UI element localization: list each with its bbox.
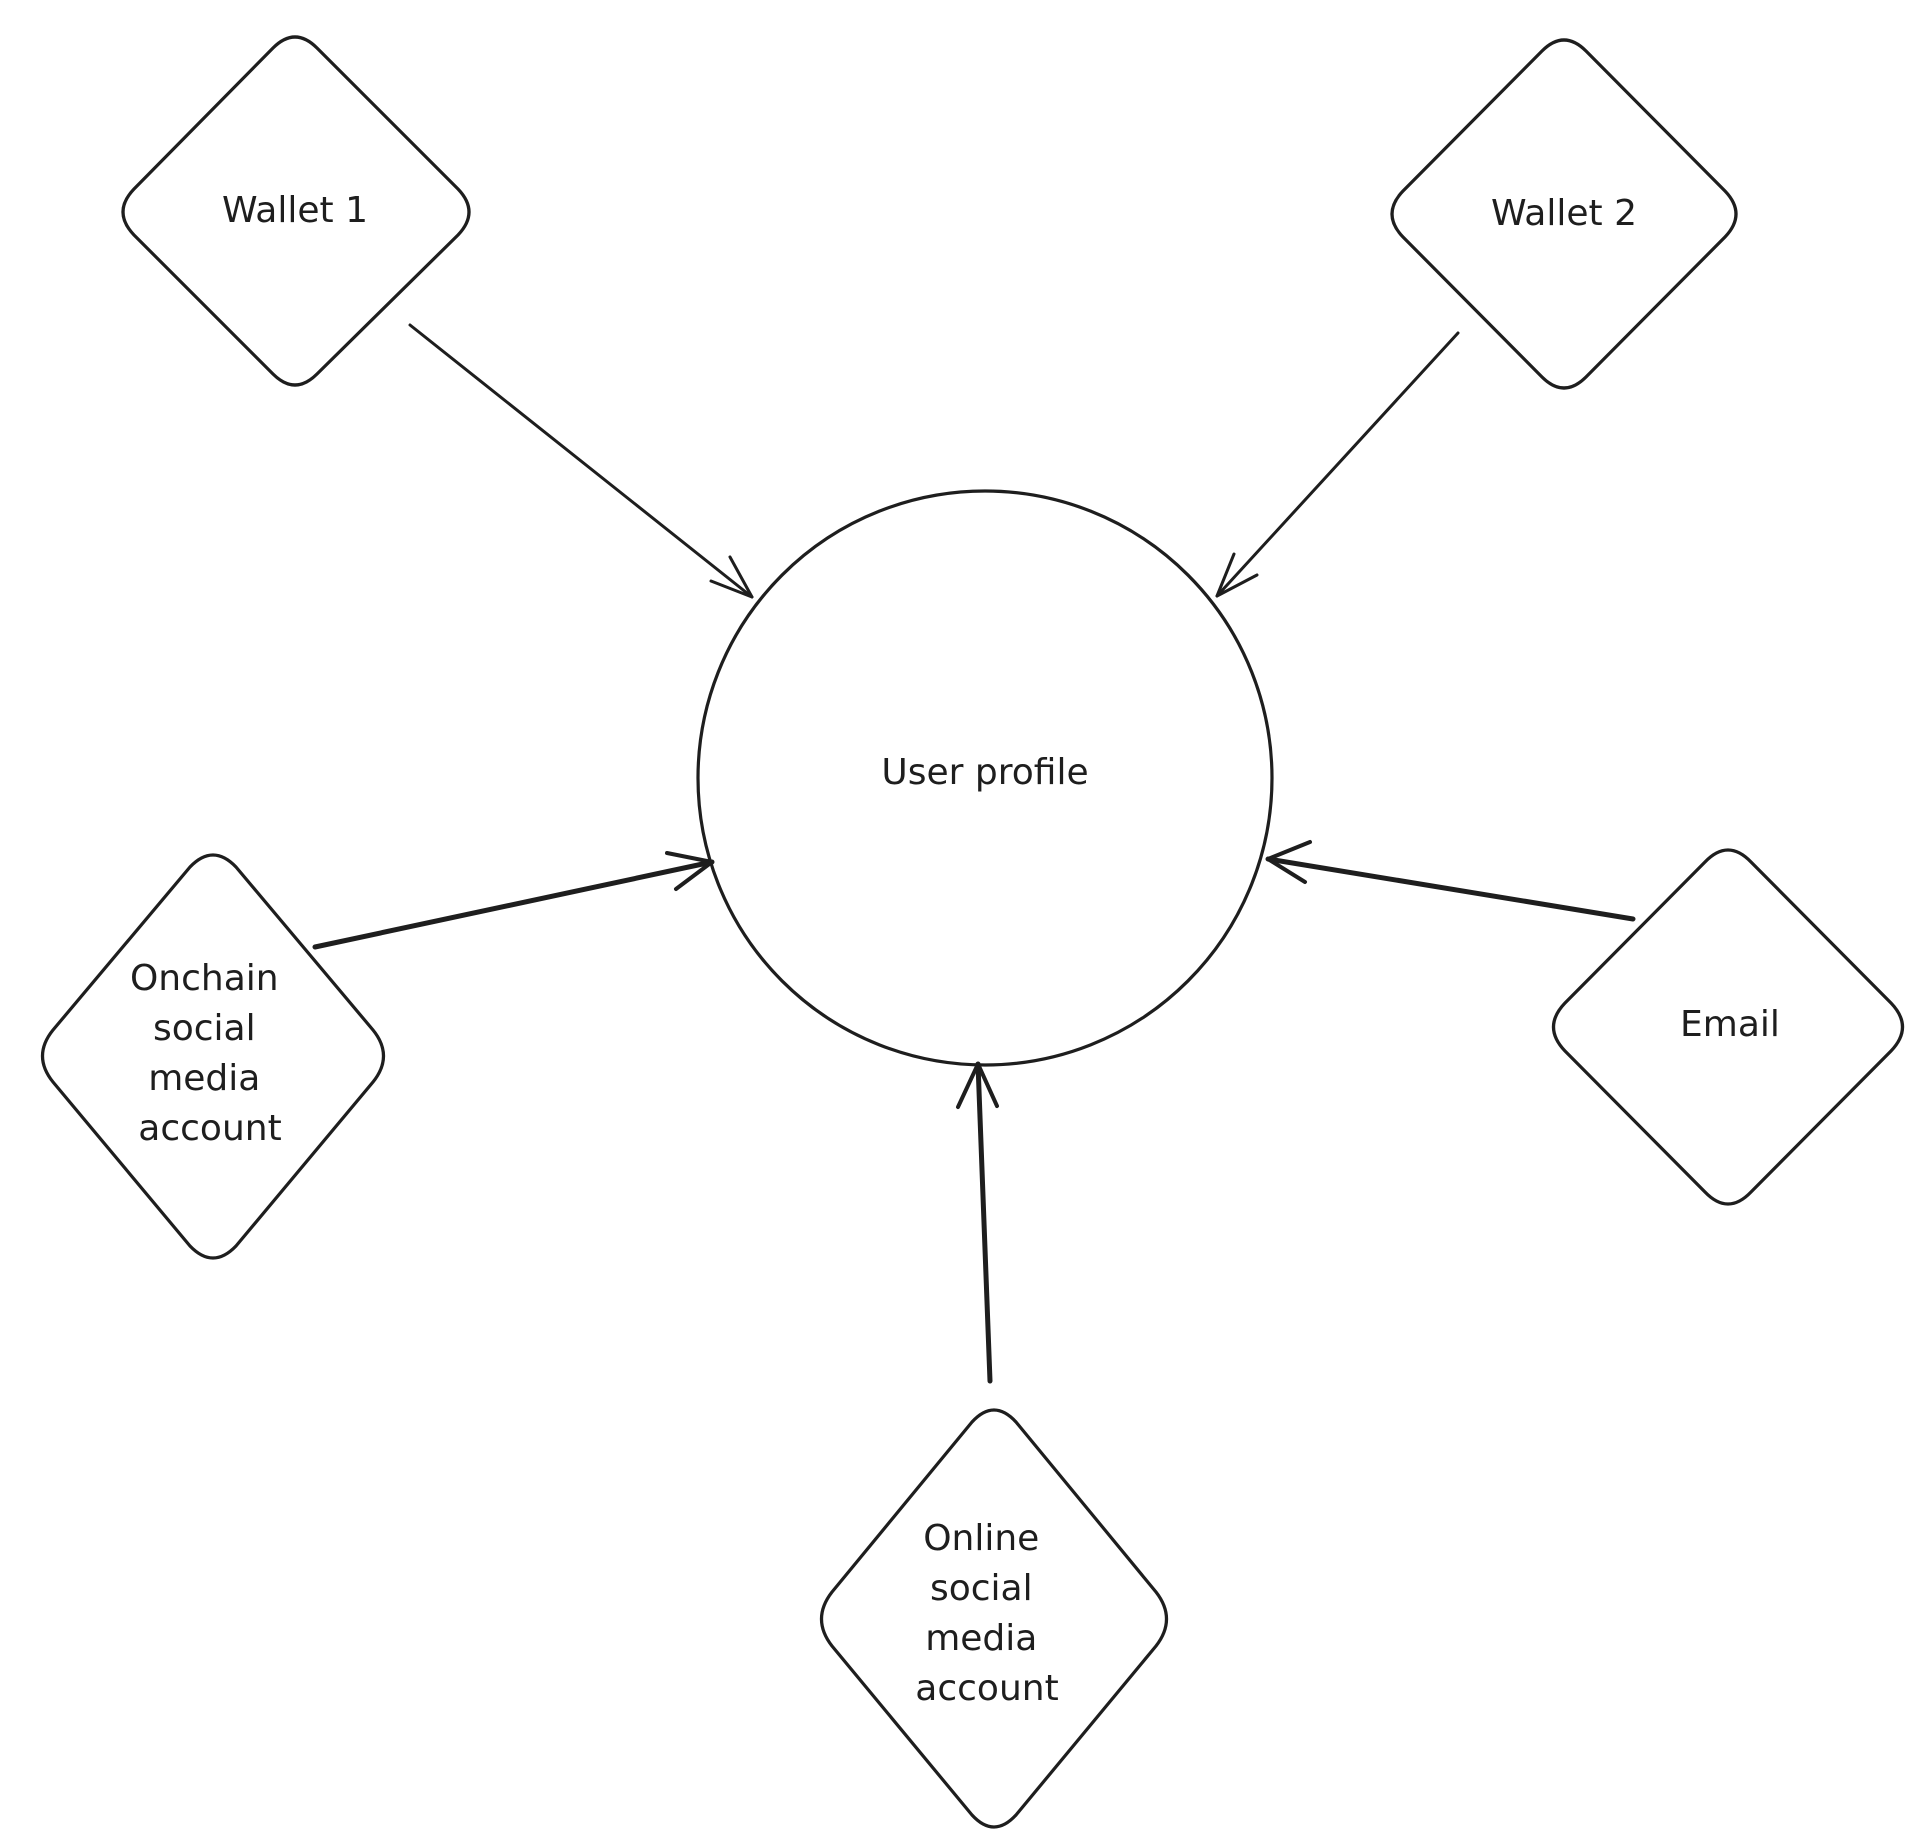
onchain-social-diamond <box>40 853 386 1260</box>
edge-email-line <box>1265 856 1636 922</box>
wallet-2-node[interactable]: Wallet 2 <box>1390 38 1738 390</box>
edge-onchain-social-arrowhead <box>665 851 714 891</box>
edge-email-to-user-profile <box>1265 840 1636 922</box>
edge-online-social-arrowhead <box>956 1062 999 1109</box>
edge-wallet-1-line <box>408 323 754 599</box>
online-social-node[interactable]: Online social media account <box>819 1408 1169 1829</box>
edge-wallet-2-arrowhead <box>1215 552 1259 598</box>
online-social-diamond <box>819 1408 1169 1829</box>
user-profile-label: User profile <box>881 752 1088 793</box>
wallet-2-label: Wallet 2 <box>1491 193 1637 234</box>
email-label: Email <box>1680 1004 1780 1045</box>
edge-onchain-social-line <box>312 859 715 950</box>
online-social-label: Online social media account <box>915 1518 1058 1709</box>
edge-wallet-1-to-user-profile <box>408 323 754 599</box>
onchain-social-label: Onchain social media account <box>130 958 290 1149</box>
email-diamond <box>1551 848 1905 1206</box>
edge-wallet-2-line <box>1215 331 1460 598</box>
wallet-1-diamond <box>121 35 471 387</box>
edge-wallet-2-to-user-profile <box>1215 331 1460 598</box>
edge-online-social-to-user-profile <box>956 1061 999 1384</box>
edge-wallet-1-arrowhead <box>709 555 754 599</box>
edge-onchain-social-to-user-profile <box>312 851 715 950</box>
user-profile-node[interactable]: User profile <box>696 489 1274 1067</box>
edge-online-social-line <box>975 1061 993 1384</box>
wallet-1-node[interactable]: Wallet 1 <box>121 35 471 387</box>
user-profile-circle <box>696 489 1274 1067</box>
wallet-1-label: Wallet 1 <box>222 190 368 231</box>
onchain-social-node[interactable]: Onchain social media account <box>40 853 386 1260</box>
edge-email-arrowhead <box>1266 840 1312 884</box>
wallet-2-diamond <box>1390 38 1738 390</box>
email-node[interactable]: Email <box>1551 848 1905 1206</box>
